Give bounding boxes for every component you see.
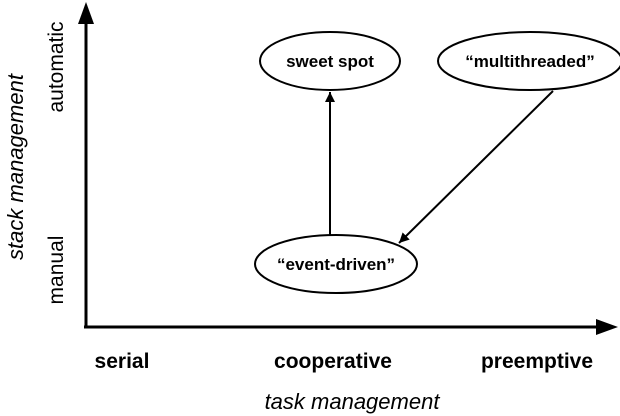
y-axis-title: stack management xyxy=(3,73,28,260)
node-sweet-spot-label: sweet spot xyxy=(286,52,374,71)
x-tick-serial: serial xyxy=(95,350,150,373)
edges xyxy=(325,90,554,244)
node-event-driven: “event-driven” xyxy=(254,234,418,294)
x-tick-labels: serial cooperative preemptive xyxy=(95,350,593,373)
node-sweet-spot-ellipse xyxy=(259,31,401,91)
axes xyxy=(78,2,618,335)
x-axis-arrowhead xyxy=(596,319,618,335)
y-tick-labels: manual automatic xyxy=(45,21,68,304)
node-multithreaded: “multithreaded” xyxy=(437,31,620,91)
x-tick-preemptive: preemptive xyxy=(481,350,593,373)
node-sweet-spot: sweet spot xyxy=(259,31,401,91)
node-multithreaded-label: “multithreaded” xyxy=(465,52,594,71)
edge-multithreaded-to-event-driven xyxy=(398,90,554,244)
node-event-driven-ellipse xyxy=(254,234,418,294)
node-multithreaded-ellipse xyxy=(437,31,620,91)
node-event-driven-label: “event-driven” xyxy=(277,255,395,274)
x-axis-title: task management xyxy=(265,389,441,414)
y-tick-automatic: automatic xyxy=(45,21,68,112)
x-tick-cooperative: cooperative xyxy=(274,350,392,373)
y-axis-arrowhead xyxy=(78,2,94,24)
y-tick-manual: manual xyxy=(45,236,68,305)
